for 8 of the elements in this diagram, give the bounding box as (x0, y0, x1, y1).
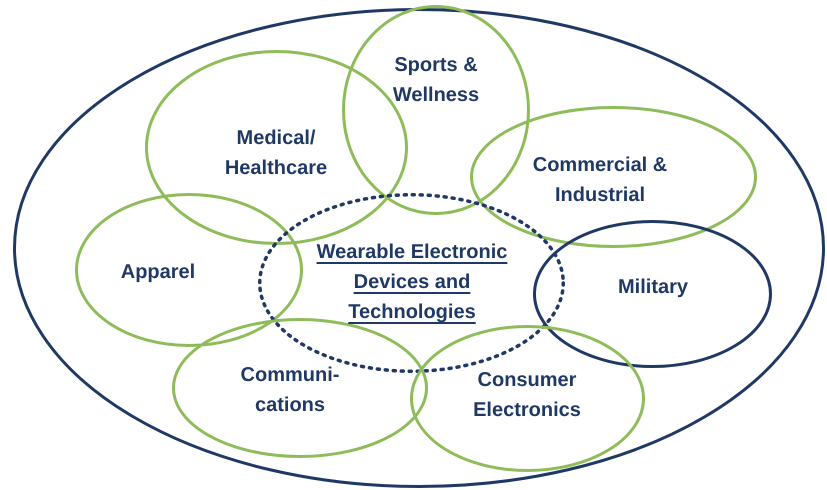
ellipse-label: Apparel (120, 260, 196, 285)
ellipse-label: Military (616, 275, 690, 300)
ellipse-label: Wearable Electronic Devices and Technologies (316, 240, 508, 325)
ellipse-label: Communi-cations (240, 363, 340, 418)
ellipse-label: Consumer Electronics (472, 368, 582, 423)
ellipse-label: Sports & Wellness (392, 53, 480, 108)
ellipse-label: Medical/ Healthcare (224, 126, 328, 181)
ellipse-label: Commercial & Industrial (532, 153, 668, 208)
